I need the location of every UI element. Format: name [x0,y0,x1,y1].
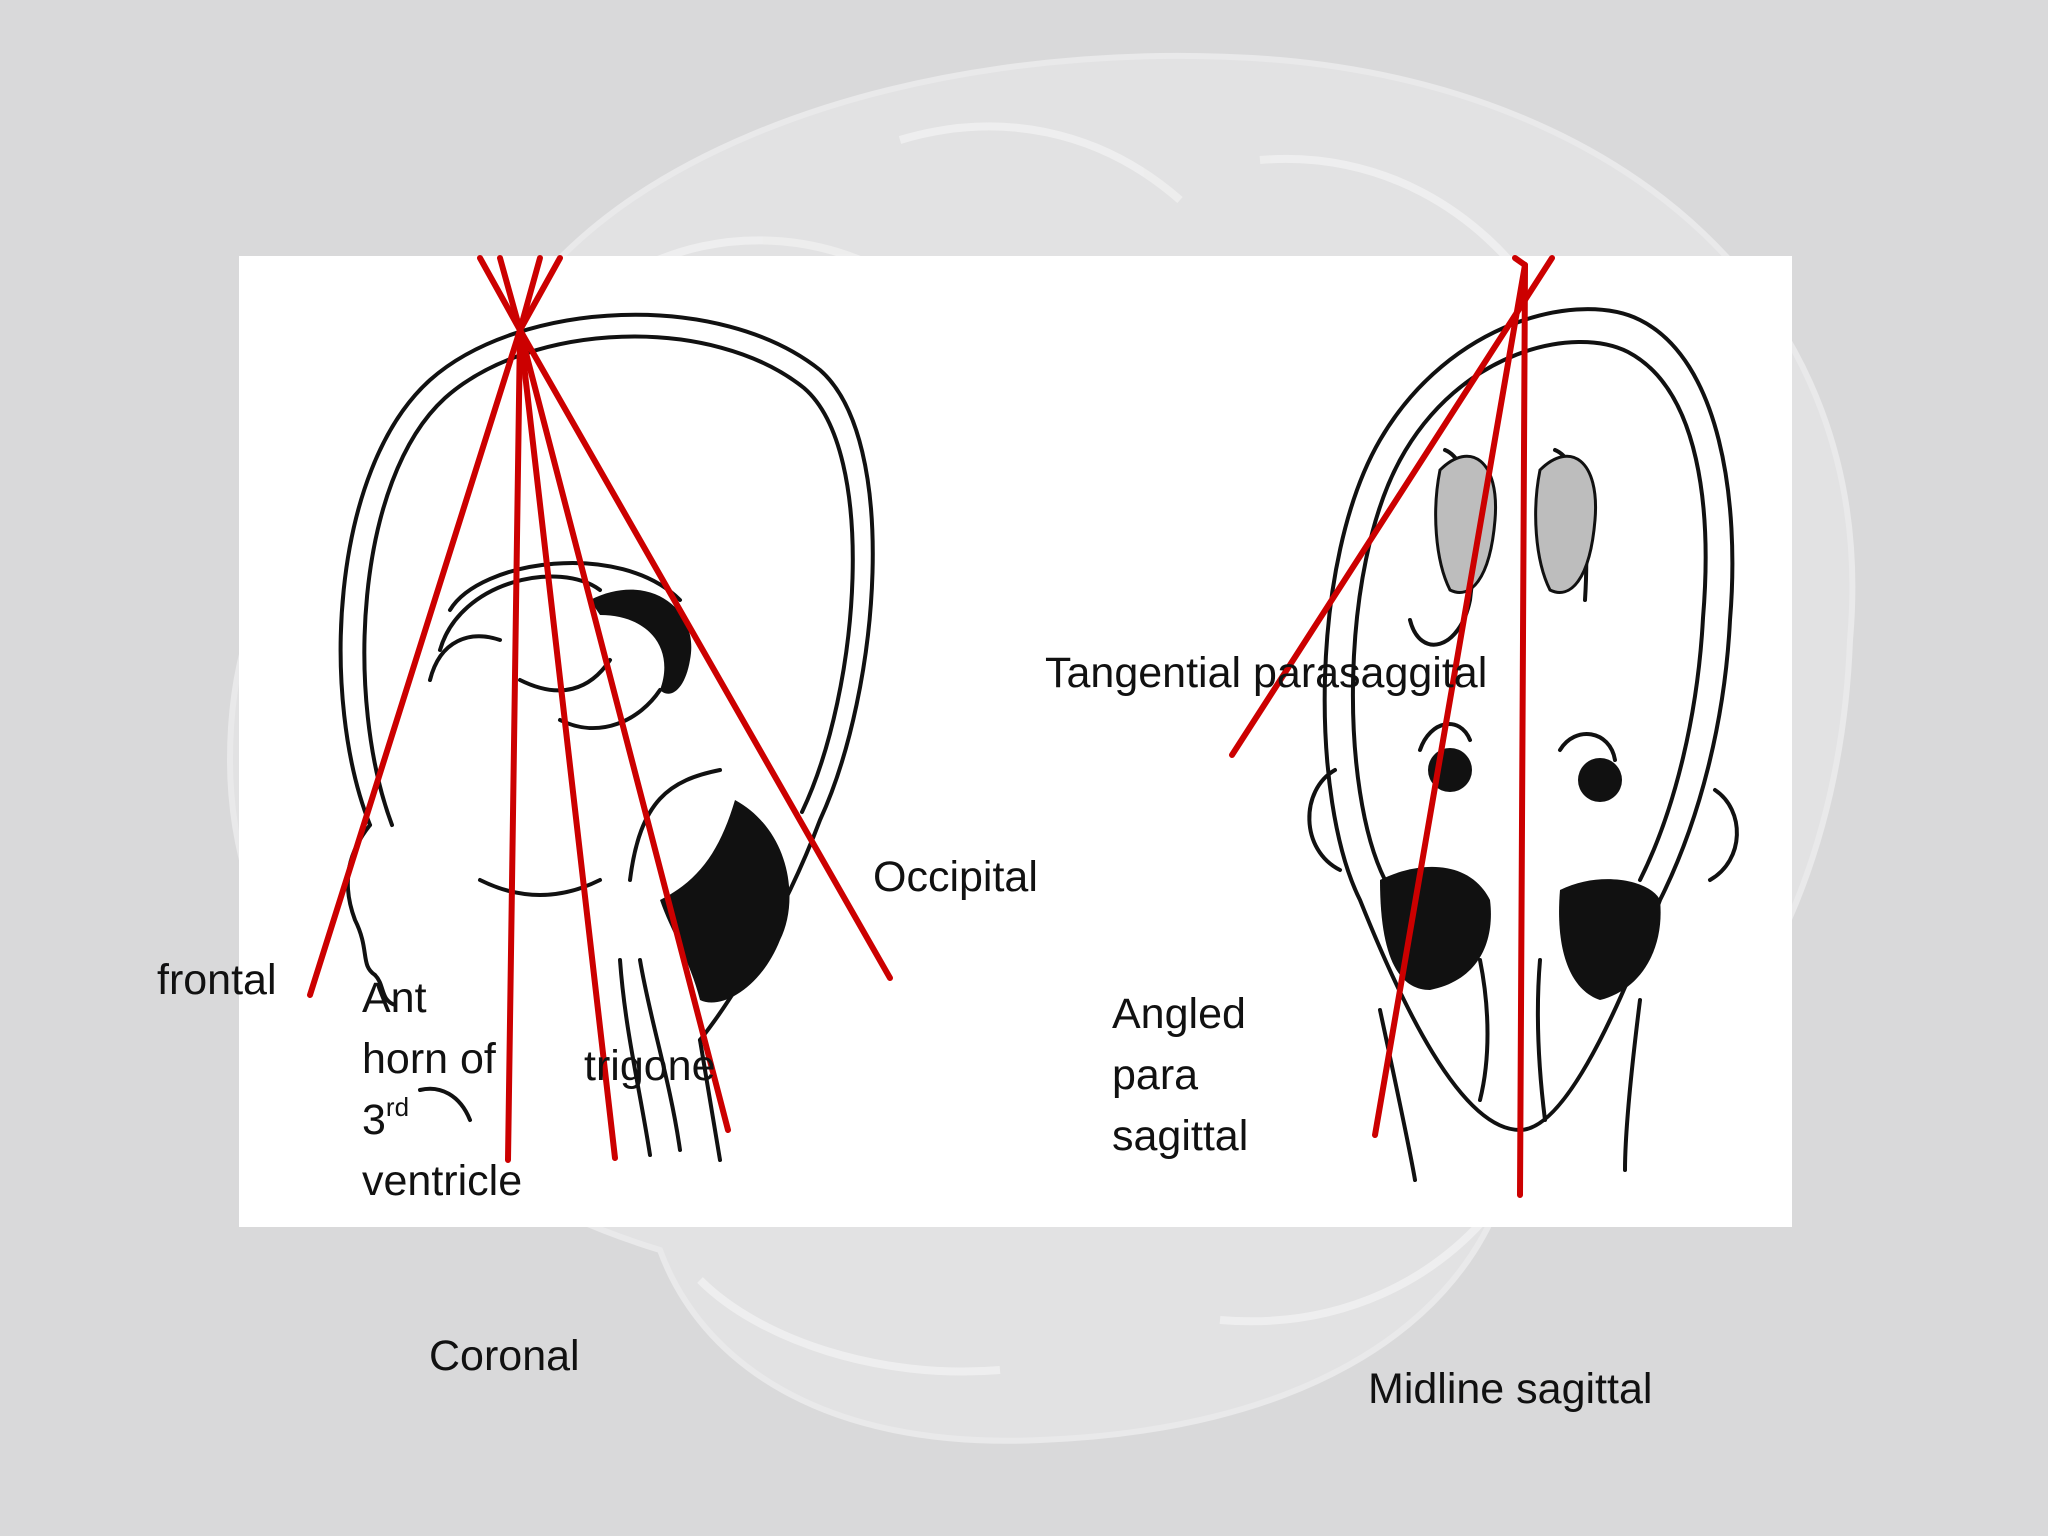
label-ant-horn-ordinal: 3 [362,1096,386,1144]
caption-coronal: Coronal [429,1332,580,1380]
skull-top-illustration-icon [1307,307,1739,1182]
skull-stippled-ventricles [1434,454,1598,594]
label-trigone: trigone [584,1042,716,1090]
label-tangential-parasaggital: Tangential parasaggital [1045,649,1488,697]
label-ant-horn-line-3: 3rd [362,1090,522,1151]
label-angled-line-1: Angled [1112,990,1246,1038]
label-angled-line-3: sagittal [1112,1112,1249,1160]
coronal-scan-lines [307,255,893,1163]
coronal-head-illustration-icon [338,312,875,1162]
label-occipital: Occipital [873,853,1038,901]
label-ant-horn-3rd-ventricle: Ant horn of 3rd ventricle [362,968,522,1212]
figure-panel [239,256,1792,1227]
label-angled-line-2: para [1112,1051,1199,1099]
coronal-ventricle-shading [590,589,790,1003]
sagittal-scan-lines [1229,255,1555,1198]
label-ant-horn-line-4: ventricle [362,1157,523,1205]
label-ant-horn-line-1: Ant [362,974,427,1022]
label-frontal: frontal [157,956,277,1004]
caption-midline-sagittal: Midline sagittal [1368,1365,1653,1413]
label-angled-para-sagittal: Angled para sagittal [1112,984,1248,1167]
label-ant-horn-superscript: rd [385,1092,410,1122]
label-ant-horn-line-2: horn of [362,1035,496,1083]
